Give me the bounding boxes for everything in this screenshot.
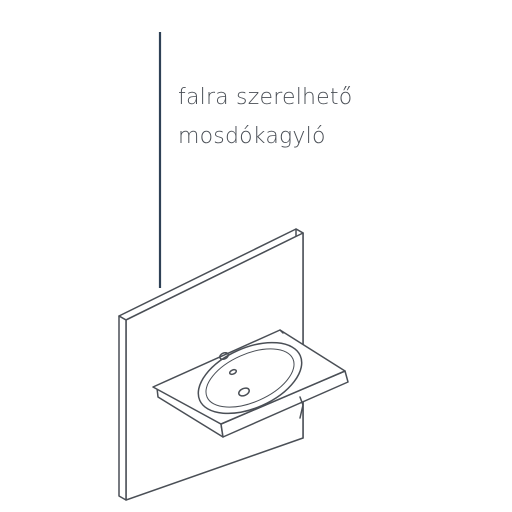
support-bracket <box>299 396 304 419</box>
overflow-icon <box>228 368 238 376</box>
basin-bowl <box>197 341 303 415</box>
caption-line-2: mosdókagyló <box>178 124 326 149</box>
caption-line-1: falra szerelhető <box>178 85 353 110</box>
drain-icon <box>238 387 250 397</box>
tap-hole-icon <box>218 351 230 361</box>
product-caption: falra szerelhető mosdókagyló <box>178 78 352 156</box>
